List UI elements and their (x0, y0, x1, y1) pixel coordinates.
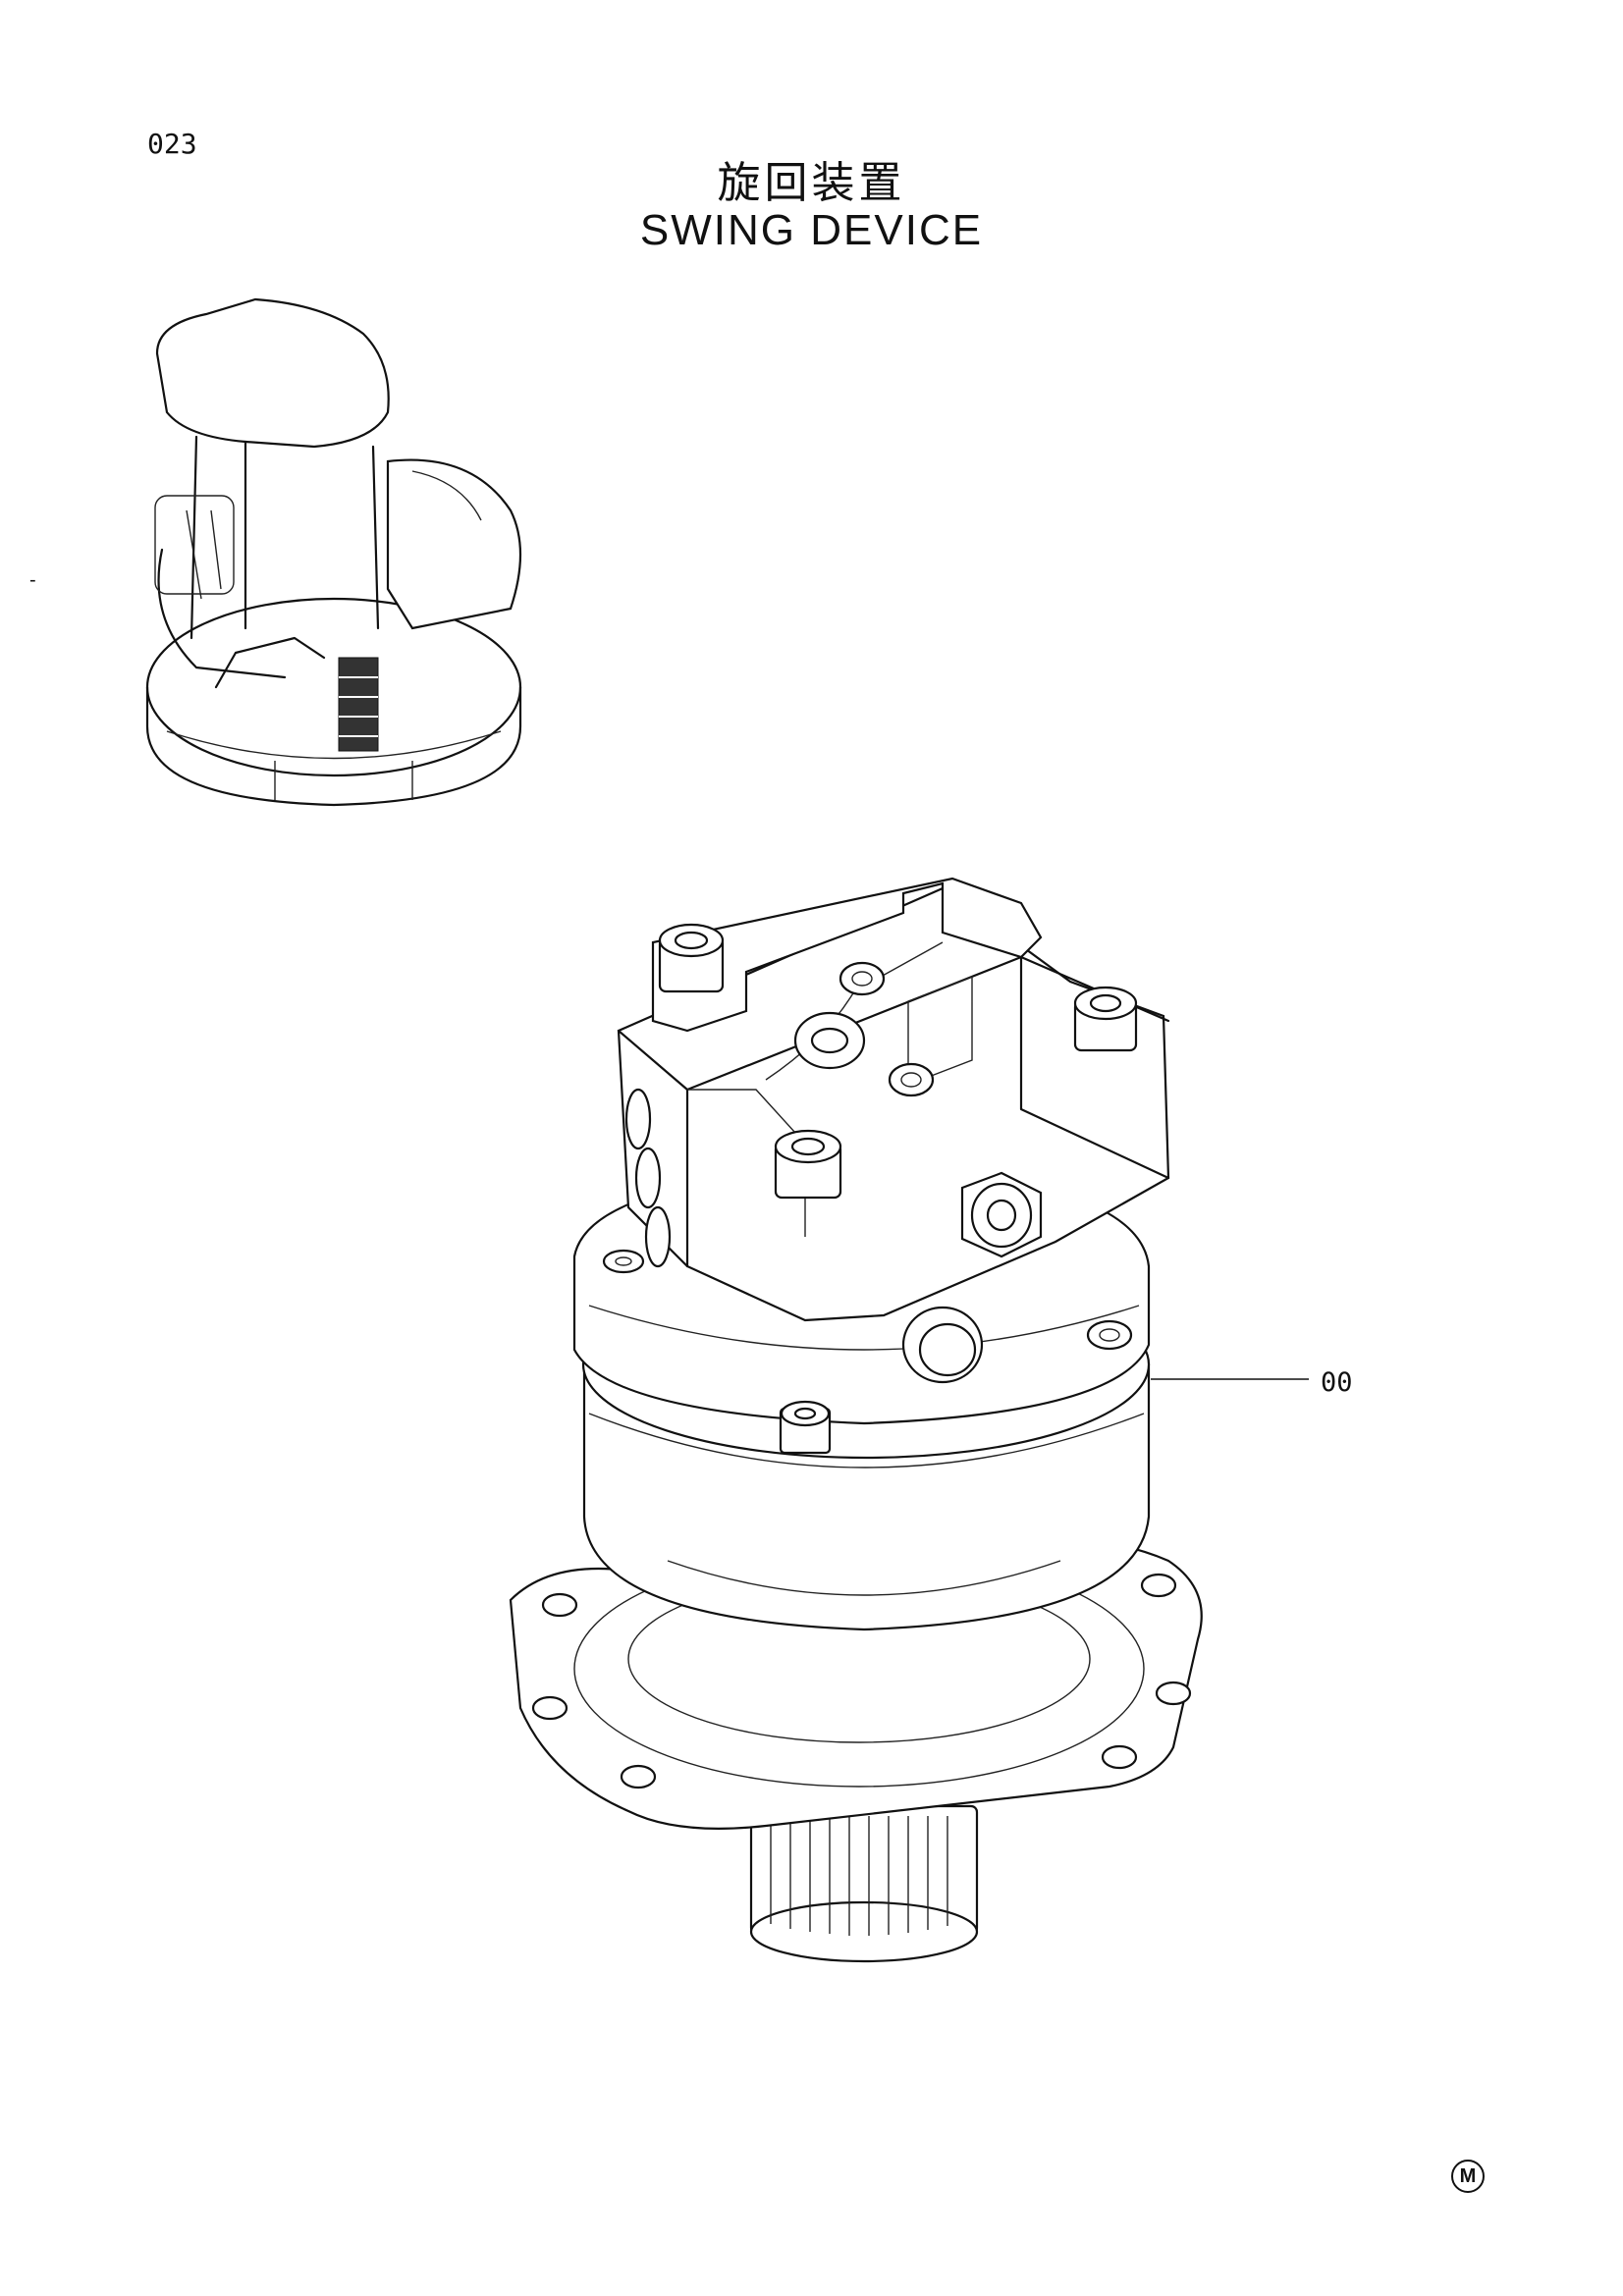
side-tick-mark: - (29, 569, 36, 591)
title-english: SWING DEVICE (639, 206, 984, 254)
excavator-upper-structure (145, 297, 522, 807)
manufacturer-logo: M (1451, 2160, 1485, 2193)
title-japanese: 旋回装置 (717, 158, 906, 208)
callout-label-00: 00 (1321, 1367, 1353, 1398)
valve-bolt-top-left (658, 923, 725, 993)
page-number: 023 (147, 128, 197, 160)
valve-bolt-right (1073, 986, 1138, 1052)
swing-device-drawing (509, 877, 1203, 1963)
relief-valve-plug (960, 1171, 1043, 1258)
valve-bolt-center (774, 1129, 842, 1200)
swing-device-location (338, 657, 379, 752)
